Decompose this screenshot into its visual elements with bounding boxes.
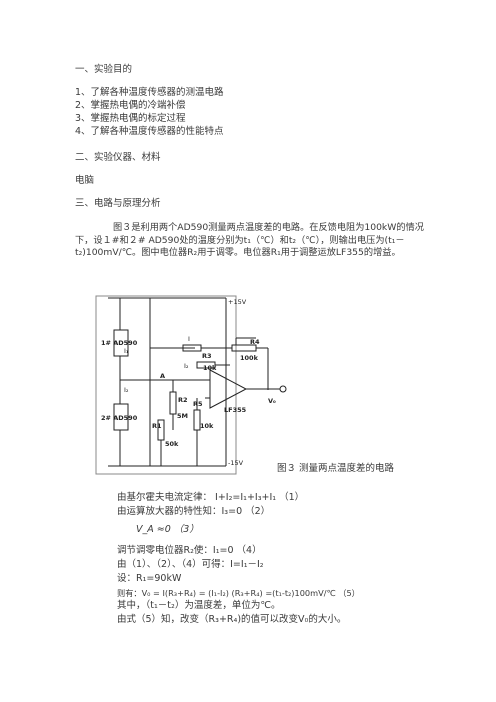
- equation-line: 则有：V₀ = I(R₃+R₄) = (I₁-I₂) (R₃+R₄) =(t₁-…: [117, 588, 360, 598]
- circuit-border: [95, 295, 237, 475]
- ad590-2: [113, 403, 129, 431]
- label-r5v: 10k: [200, 422, 214, 430]
- label-vplus: +15V: [228, 298, 247, 306]
- label-r4v: 100k: [240, 354, 259, 362]
- label-r5: R5: [193, 400, 203, 408]
- label-vo: V₀: [268, 397, 276, 405]
- intro-paragraph: 图３是利用两个AD590测量两点温度差的电路。在反馈电阻为100kW的情况下，设…: [75, 222, 424, 258]
- label-r1v: 50k: [165, 440, 179, 448]
- label-r4: R4: [250, 338, 260, 346]
- label-r2v: 5M: [177, 412, 188, 420]
- output-terminal: [279, 385, 287, 393]
- equation-line: 其中，（t₁－t₂）为温度差，单位为℃。: [117, 600, 281, 611]
- equation-line: 设：R₁=90kW: [117, 573, 182, 584]
- ad590-1: [113, 329, 129, 357]
- label-r1: R1: [152, 422, 162, 430]
- section-1-heading: 一、实验目的: [75, 64, 133, 75]
- section-2-heading: 二、实验仪器、材料: [75, 152, 161, 163]
- list-item: 3、掌握热电偶的标定过程: [75, 113, 186, 124]
- label-node-a: A: [160, 372, 165, 380]
- label-ad2: 2# AD590: [101, 414, 138, 422]
- label-i1: I₁: [124, 347, 129, 355]
- label-ad1: 1# AD590: [101, 339, 138, 347]
- equation-line: V_A ≈0 （3）: [136, 524, 199, 535]
- section-3-heading: 三、电路与原理分析: [75, 198, 161, 209]
- label-i: I: [188, 335, 190, 343]
- op-amp: [209, 369, 248, 409]
- list-item: 2、掌握热电偶的冷端补偿: [75, 100, 186, 111]
- resistor-r2: [169, 391, 177, 415]
- list-item: 1、了解各种温度传感器的测温电路: [75, 87, 224, 98]
- figure-caption: 图３ 测量两点温度差的电路: [277, 463, 395, 474]
- label-i2-mid: I₂: [184, 362, 189, 370]
- label-op: LF355: [224, 406, 247, 414]
- section-2-body: 电脑: [75, 175, 95, 186]
- equation-line: 由（1）、（2）、（4）可得：I=I₁－I₂: [117, 559, 264, 570]
- equation-line: 由基尔霍夫电流定律： I+I₂=I₁+I₃+I₁ （1）: [117, 492, 305, 503]
- equation-line: 调节调零电位器R₂使：I₁=0 （4）: [117, 545, 262, 556]
- label-r3: R3: [202, 352, 212, 360]
- label-r3v: 10k: [203, 364, 217, 372]
- label-vminus: -15V: [228, 459, 244, 467]
- list-item: 4、了解各种温度传感器的性能特点: [75, 126, 224, 137]
- label-r2: R2: [178, 396, 188, 404]
- equation-line: 由式（5）知，改变（R₃+R₄)的值可以改变V₀的大小。: [117, 614, 347, 625]
- label-i2a: I₂: [124, 386, 129, 394]
- equation-line: 由运算放大器的特性知：I₃=0 （2）: [117, 506, 271, 517]
